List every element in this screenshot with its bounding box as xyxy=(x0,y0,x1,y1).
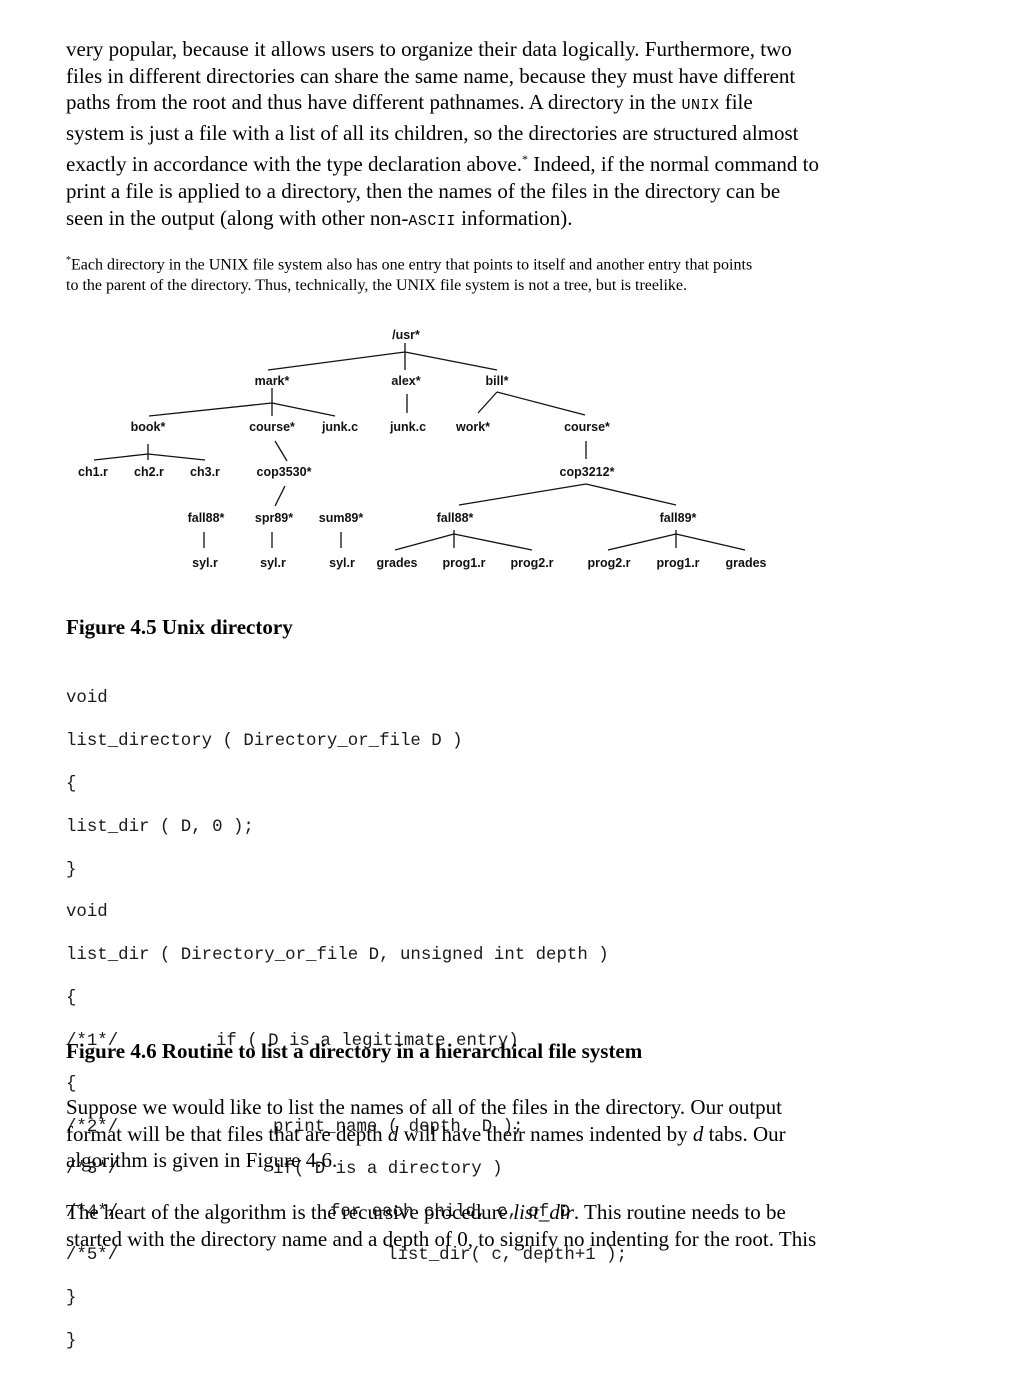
footnote-mark: * xyxy=(66,255,71,266)
code-line: } xyxy=(66,1331,77,1351)
node-prog2-1: prog2.r xyxy=(510,556,553,570)
text-line: format will be that files that are depth… xyxy=(66,1121,786,1146)
line-number: /*1*/ xyxy=(66,1031,119,1051)
text-line: print a file is applied to a directory, … xyxy=(66,178,781,203)
figure-4-6-caption: Figure 4.6 Routine to list a directory i… xyxy=(66,1039,643,1063)
node-prog1-1: prog1.r xyxy=(442,556,485,570)
node-fall88-a: fall88* xyxy=(188,511,225,525)
node-course-mark: course* xyxy=(249,420,295,434)
line-number: /*5*/ xyxy=(66,1245,119,1265)
figure-4-5-caption: Figure 4.5 Unix directory xyxy=(66,615,293,639)
paragraph-2: Suppose we would like to list the names … xyxy=(66,1094,906,1174)
text-line: files in different directories can share… xyxy=(66,63,796,88)
math-d: d xyxy=(387,1121,399,1146)
tree-edge xyxy=(267,351,406,371)
text-line: exactly in accordance with the type decl… xyxy=(66,152,819,177)
line-number: /*2*/ xyxy=(66,1117,119,1137)
code-line: /*3*/if( D is a directory ) xyxy=(66,1160,503,1180)
code-line: list_dir ( Directory_or_file D, unsigned… xyxy=(66,946,609,966)
unix-directory-tree: /usr* mark* alex* bill* book* course* ju… xyxy=(78,328,767,570)
tree-edge xyxy=(477,391,498,414)
text-line: paths from the root and thus have differ… xyxy=(66,90,753,115)
node-grades-1: grades xyxy=(377,556,418,570)
code-line: } xyxy=(66,860,77,880)
node-junk-c-mark: junk.c xyxy=(321,420,358,434)
text-line: started with the directory name and a de… xyxy=(66,1226,817,1251)
node-fall89: fall89* xyxy=(660,511,697,525)
node-sum89: sum89* xyxy=(319,511,364,525)
text-line: system is just a file with a list of all… xyxy=(66,120,799,145)
text-line: algorithm is given in Figure 4.6. xyxy=(66,1148,338,1173)
footnote: *Each directory in the UNIX file system … xyxy=(66,251,906,296)
node-alex: alex* xyxy=(391,374,420,388)
tree-edge xyxy=(458,483,587,506)
node-syl-1: syl.r xyxy=(192,556,218,570)
node-work: work* xyxy=(455,420,490,434)
node-syl-3: syl.r xyxy=(329,556,355,570)
tree-edge xyxy=(404,351,498,371)
code-line: list_dir ( D, 0 ); xyxy=(66,817,254,837)
node-usr: /usr* xyxy=(392,328,420,342)
node-ch3: ch3.r xyxy=(190,465,220,479)
tree-edge xyxy=(274,440,288,462)
code-line: /*2*/print_name ( depth, D ); xyxy=(66,1117,524,1137)
ascii-term: ASCII xyxy=(408,212,456,230)
tree-edge xyxy=(147,453,206,461)
intro-paragraph: very popular, because it allows users to… xyxy=(66,36,906,235)
text-line: seen in the output (along with other non… xyxy=(66,205,573,230)
text-line: The heart of the algorithm is the recurs… xyxy=(66,1200,786,1224)
footnote-line: to the parent of the directory. Thus, te… xyxy=(66,276,687,294)
unix-term: UNIX xyxy=(681,97,720,115)
text-line: very popular, because it allows users to… xyxy=(66,37,792,61)
code-line: /*1*/if ( D is a legitimate entry) xyxy=(66,1031,519,1051)
node-mark: mark* xyxy=(255,374,290,388)
footnote-mark: * xyxy=(521,152,528,167)
code-listing: void list_directory ( Directory_or_file … xyxy=(66,667,966,1373)
code-line: /*5*/list_dir( c, depth+1 ); xyxy=(66,1245,628,1265)
node-course-bill: course* xyxy=(564,420,610,434)
line-number: /*4*/ xyxy=(66,1203,119,1223)
node-fall88-b: fall88* xyxy=(437,511,474,525)
tree-edge xyxy=(675,533,746,551)
tree-edge xyxy=(274,485,286,507)
text-line: Suppose we would like to list the names … xyxy=(66,1095,782,1119)
node-ch1: ch1.r xyxy=(78,465,108,479)
line-number: /*3*/ xyxy=(66,1160,119,1180)
tree-edge xyxy=(585,483,677,506)
code-line: void xyxy=(66,689,108,709)
node-syl-2: syl.r xyxy=(260,556,286,570)
tree-edge xyxy=(271,402,336,417)
node-grades-2: grades xyxy=(726,556,767,570)
node-junk-c-alex: junk.c xyxy=(389,420,426,434)
tree-edge xyxy=(93,453,149,461)
code-line: { xyxy=(66,775,77,795)
tree-edge xyxy=(496,391,586,416)
code-line: { xyxy=(66,1074,77,1094)
math-d: d xyxy=(692,1121,704,1146)
node-bill: bill* xyxy=(486,374,509,388)
footnote-line: *Each directory in the UNIX file system … xyxy=(66,255,753,274)
node-cop3212: cop3212* xyxy=(560,465,615,479)
code-line: void xyxy=(66,903,108,923)
code-line: /*4*/for each child, c, of D xyxy=(66,1203,571,1223)
code-line: list_directory ( Directory_or_file D ) xyxy=(66,732,463,752)
code-line: } xyxy=(66,1288,77,1308)
node-ch2: ch2.r xyxy=(134,465,164,479)
node-cop3530: cop3530* xyxy=(257,465,312,479)
node-book: book* xyxy=(131,420,166,434)
node-prog1-2: prog1.r xyxy=(656,556,699,570)
tree-edge xyxy=(453,533,533,551)
code-line: { xyxy=(66,989,77,1009)
tree-edge xyxy=(394,533,455,551)
procedure-name: list_dir xyxy=(513,1200,574,1224)
node-prog2-2: prog2.r xyxy=(587,556,630,570)
tree-edge xyxy=(607,533,677,551)
tree-edges xyxy=(93,343,746,551)
node-spr89: spr89* xyxy=(255,511,293,525)
tree-edge xyxy=(148,402,273,417)
paragraph-3: The heart of the algorithm is the recurs… xyxy=(66,1199,906,1252)
